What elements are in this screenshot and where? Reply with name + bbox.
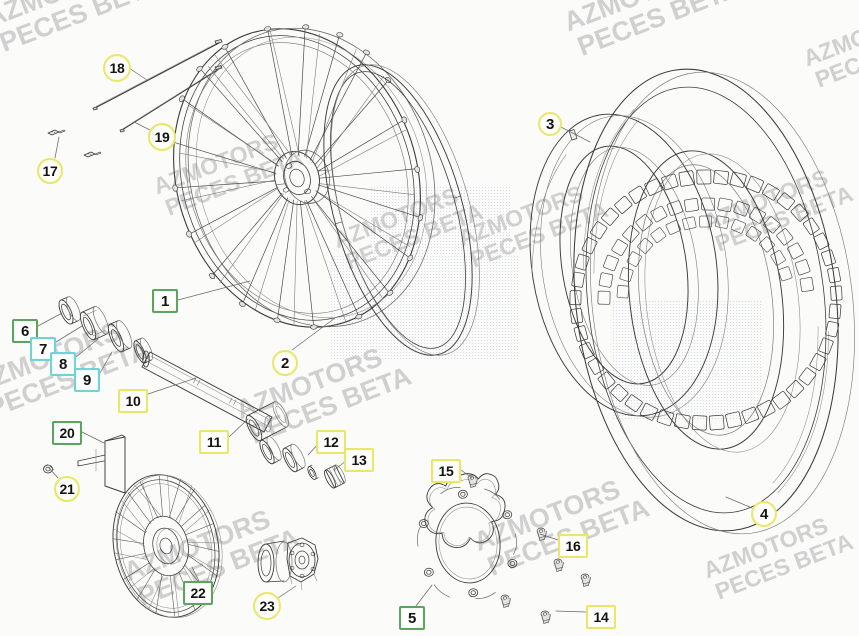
callout-label: 23 [259,598,275,614]
callout-badge-8[interactable]: 8 [50,352,76,376]
callout-label: 15 [438,463,454,479]
front-wheel-rim-assembly-art [170,24,436,330]
callout-leader-line [147,377,197,395]
wheel-assembly-complete-art [112,474,223,618]
callout-leader-line [128,67,148,81]
callout-leader-line [99,351,113,374]
callout-badge-3[interactable]: 3 [538,112,562,136]
brake-disc-guard-art [77,434,126,494]
callout-leader-line [54,136,60,159]
callout-label: 1 [160,292,170,310]
callout-badge-6[interactable]: 6 [12,319,38,343]
callout-leader-line [555,610,587,613]
halftone-patch [370,186,510,256]
callout-label: 22 [190,585,206,601]
callout-label: 18 [109,60,125,76]
callout-leader-line [228,418,249,438]
callout-label: 8 [58,355,68,373]
callout-label: 10 [125,393,141,409]
spoke-long-part [92,39,223,111]
callout-leader-line [177,280,251,301]
callout-label: 5 [407,609,417,627]
callout-leader-line [558,125,591,143]
halftone-patch [612,300,762,420]
callout-label: 9 [82,371,92,389]
front-wheel-hub-art [257,537,319,591]
callout-label: 7 [38,340,48,358]
callout-badge-5[interactable]: 5 [399,606,425,630]
callout-badge-18[interactable]: 18 [103,54,131,82]
callout-badge-21[interactable]: 21 [54,476,80,502]
callout-badge-13[interactable]: 13 [344,448,374,472]
callout-label: 2 [280,354,290,372]
callout-leader-line [191,566,200,582]
callout-badge-12[interactable]: 12 [316,430,346,454]
callout-leader-line [415,584,433,607]
callout-leader-line [48,467,59,479]
callout-badge-2[interactable]: 2 [272,350,298,376]
callout-badge-9[interactable]: 9 [74,368,100,392]
spoke-short-part [119,65,223,133]
front-wheel-axle-art [141,350,273,433]
callout-leader-line [460,469,473,479]
callout-label: 4 [759,505,769,523]
inner-tube-art [529,113,729,418]
callout-label: 6 [20,322,30,340]
callout-label: 19 [154,129,170,145]
callout-label: 11 [206,434,222,450]
callout-leader-line [81,431,105,444]
callout-label: 14 [593,609,609,625]
axle-spacer-art [245,401,289,442]
inner-rim-band-art [323,64,480,356]
callout-label: 21 [59,481,75,497]
callout-leader-line [55,325,83,343]
callout-leader-line [37,312,63,327]
callout-badge-4[interactable]: 4 [751,501,777,527]
bearing-seal-stack-right [259,436,346,489]
callout-badge-19[interactable]: 19 [148,123,176,151]
callout-leader-line [539,533,559,541]
callout-label: 12 [323,434,339,450]
callout-badge-14[interactable]: 14 [586,605,616,629]
callout-label: 16 [565,538,581,554]
callout-label: 17 [42,163,58,179]
bearing-seal-stack-left [58,296,153,364]
callout-leader-line [75,338,99,358]
callout-badge-15[interactable]: 15 [431,459,461,483]
front-tyre-art [569,68,855,535]
front-brake-disc-art [417,473,518,599]
callout-badge-22[interactable]: 22 [183,581,213,605]
callout-badge-23[interactable]: 23 [253,592,281,620]
callout-label: 3 [545,115,555,133]
halftone-patch [330,255,520,360]
callout-badge-11[interactable]: 11 [199,430,229,454]
callout-leader-line [725,496,753,509]
callout-badge-17[interactable]: 17 [37,158,63,184]
callout-badge-16[interactable]: 16 [558,534,588,558]
callout-label: 13 [351,452,367,468]
callout-badge-1[interactable]: 1 [152,289,178,313]
callout-label: 20 [59,425,75,441]
callout-leader-line [277,585,297,599]
callout-badge-20[interactable]: 20 [52,421,82,445]
callout-leader-line [291,317,336,351]
callout-badge-10[interactable]: 10 [118,389,148,413]
callout-leader-line [133,121,151,131]
